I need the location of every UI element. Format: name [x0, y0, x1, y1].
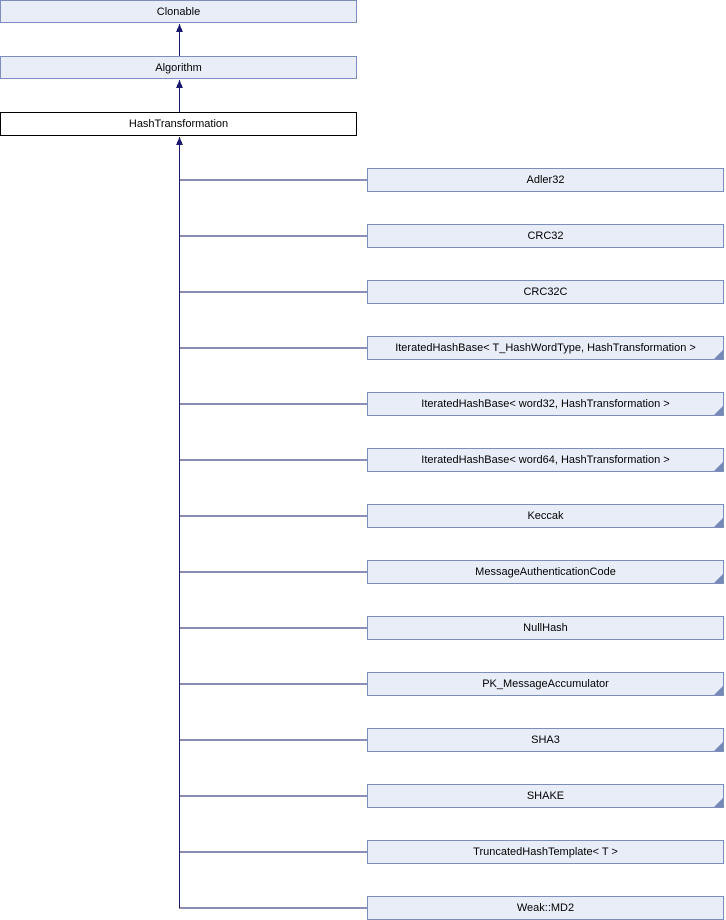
- class-node-label: Keccak: [527, 510, 564, 522]
- class-node[interactable]: NullHash: [367, 616, 724, 640]
- class-node-label: HashTransformation: [128, 118, 229, 130]
- truncated-graph-corner-icon: [714, 574, 723, 583]
- class-node-label: Algorithm: [155, 61, 202, 74]
- class-node-label: CRC32C: [523, 286, 568, 298]
- class-node-hashtransformation-focus: HashTransformation: [0, 112, 357, 136]
- class-node-algorithm[interactable]: Algorithm: [0, 56, 357, 79]
- class-node-label: IteratedHashBase< word32, HashTransforma…: [421, 398, 670, 410]
- class-node-label: SHA3: [531, 734, 560, 746]
- truncated-graph-corner-icon: [714, 518, 723, 527]
- class-node-label: Clonable: [156, 5, 201, 18]
- class-node-label: Adler32: [526, 174, 565, 186]
- truncated-graph-corner-icon: [714, 686, 723, 695]
- class-node[interactable]: Adler32: [367, 168, 724, 192]
- truncated-graph-corner-icon: [714, 742, 723, 751]
- class-node-label: CRC32: [527, 230, 564, 242]
- class-node[interactable]: TruncatedHashTemplate< T >: [367, 840, 724, 864]
- truncated-graph-corner-icon: [714, 406, 723, 415]
- class-node-label: IteratedHashBase< word64, HashTransforma…: [421, 454, 670, 466]
- class-node-label: IteratedHashBase< T_HashWordType, HashTr…: [395, 342, 696, 354]
- class-node-clonable[interactable]: Clonable: [0, 0, 357, 23]
- class-node[interactable]: CRC32C: [367, 280, 724, 304]
- class-node[interactable]: SHAKE: [367, 784, 724, 808]
- class-node[interactable]: IteratedHashBase< T_HashWordType, HashTr…: [367, 336, 724, 360]
- class-node-label: NullHash: [523, 622, 568, 634]
- class-node[interactable]: IteratedHashBase< word32, HashTransforma…: [367, 392, 724, 416]
- class-node-label: Weak::MD2: [516, 902, 575, 914]
- class-node[interactable]: PK_MessageAccumulator: [367, 672, 724, 696]
- class-node-label: TruncatedHashTemplate< T >: [473, 846, 618, 858]
- class-node[interactable]: Weak::MD2: [367, 896, 724, 920]
- truncated-graph-corner-icon: [714, 350, 723, 359]
- class-node[interactable]: SHA3: [367, 728, 724, 752]
- class-node-label: PK_MessageAccumulator: [482, 678, 609, 690]
- truncated-graph-corner-icon: [714, 462, 723, 471]
- class-node[interactable]: IteratedHashBase< word64, HashTransforma…: [367, 448, 724, 472]
- class-node-label: SHAKE: [526, 790, 565, 802]
- class-node[interactable]: CRC32: [367, 224, 724, 248]
- truncated-graph-corner-icon: [714, 798, 723, 807]
- class-node[interactable]: Keccak: [367, 504, 724, 528]
- class-node[interactable]: MessageAuthenticationCode: [367, 560, 724, 584]
- class-node-label: MessageAuthenticationCode: [475, 566, 616, 578]
